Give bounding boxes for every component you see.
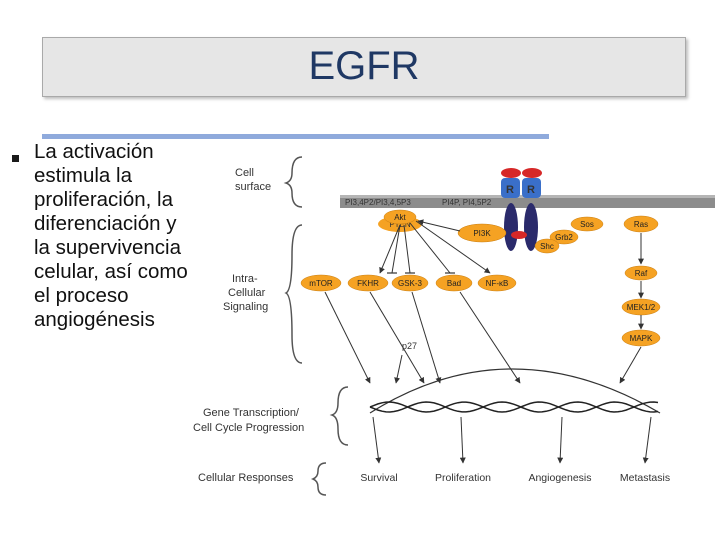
node-sos-label: Sos: [580, 220, 594, 229]
bullet-square-icon: [12, 155, 19, 162]
node-raf: [624, 265, 658, 281]
slide-title: EGFR: [308, 44, 420, 88]
node-akt-label: Akt: [394, 213, 406, 222]
body-line: el proceso: [34, 284, 129, 307]
brace-signaling: [284, 224, 303, 364]
node-bad-label: Bad: [447, 279, 461, 288]
brace-transcription: [329, 386, 349, 446]
receptor-right: [522, 178, 541, 198]
node-gsk3-label: GSK-3: [398, 279, 423, 288]
brace-responses: [310, 462, 327, 496]
node-ras-label: Ras: [634, 220, 648, 229]
nucleus-arc: [369, 368, 661, 414]
node-mapk-label: MAPK: [630, 334, 653, 343]
level-gene-transcription-line2: Cell Cycle Progression: [193, 422, 304, 434]
edge-to-survival: [372, 416, 382, 464]
edge-akt-fkhr: [391, 224, 401, 274]
body-line: diferenciación y: [34, 212, 177, 235]
membrane-label-1: PI3,4P2/PI3,4,5P3: [345, 198, 411, 207]
receptor-label-right: R: [527, 184, 535, 196]
level-cell-surface-line1: Cell: [235, 167, 254, 179]
membrane-label-2: PI4P, PI4,5P2: [442, 198, 492, 207]
body-line: La activación: [34, 140, 154, 163]
node-bad: [435, 274, 473, 292]
body-line: estimula la: [34, 164, 132, 187]
node-gsk3: [391, 274, 429, 292]
dna-strand-1: [369, 401, 659, 413]
node-nfkb: [477, 274, 517, 292]
receptor-label-left: R: [506, 184, 514, 196]
node-fkhr-label: FKHR: [357, 279, 379, 288]
response-proliferation: Proliferation: [435, 472, 491, 484]
edge-fkhr-nucleus: [369, 291, 425, 384]
level-gene-transcription-line1: Gene Transcription/: [203, 407, 300, 419]
node-p27-label: p27: [402, 341, 417, 351]
edge-akt-gsk3: [403, 224, 411, 274]
node-mtor-label: mTOR: [309, 279, 333, 288]
cell-membrane: [340, 195, 715, 208]
node-pten-label: PTEN: [389, 220, 411, 229]
node-mtor: [300, 274, 342, 292]
node-nfkb-label: NF-κB: [486, 279, 509, 288]
edge-to-angiogenesis: [557, 416, 564, 464]
edge-to-proliferation: [459, 416, 466, 464]
edge-mapk-nucleus: [619, 346, 642, 384]
body-line: la supervivencia: [34, 236, 181, 259]
node-akt: [383, 209, 417, 225]
node-grb2-label: Grb2: [555, 233, 573, 242]
level-intracellular-line2: Cellular: [228, 287, 266, 299]
ligand-left: [501, 168, 521, 178]
receptor-left: [501, 178, 520, 198]
edge-nfkb-nucleus: [459, 291, 521, 384]
node-grb2: [549, 229, 579, 245]
body-line: proliferación, la: [34, 188, 174, 211]
response-angiogenesis: Angiogenesis: [528, 472, 591, 484]
brace-cell-surface: [283, 156, 303, 208]
level-intracellular-line1: Intra-: [232, 273, 258, 285]
node-sos: [570, 216, 604, 232]
level-cell-surface-line2: surface: [235, 181, 271, 193]
edge-mtor-nucleus: [324, 291, 371, 384]
phospho-site: [511, 231, 527, 239]
level-intracellular-line3: Signaling: [223, 301, 268, 313]
bullet-text: La activación estimula la proliferación,…: [34, 140, 224, 332]
node-pi3k-label: PI3K: [473, 229, 491, 238]
edge-pi3k-akt: [417, 219, 461, 232]
node-mek-label: MEK1/2: [627, 303, 656, 312]
level-cellular-responses: Cellular Responses: [198, 472, 294, 484]
title-underline: [42, 134, 549, 139]
response-metastasis: Metastasis: [620, 472, 670, 484]
edge-akt-bad: [409, 222, 451, 274]
egfr-pathway-diagram: Cell surface Intra- Cellular Signaling G…: [193, 156, 715, 496]
edge-gsk3-nucleus: [411, 291, 442, 384]
node-shc-label: Shc: [540, 242, 554, 251]
response-survival: Survival: [360, 472, 397, 484]
body-line: angiogénesis: [34, 308, 155, 331]
body-line: celular, así como: [34, 260, 188, 283]
edge-akt-nfkb: [415, 220, 491, 274]
edge-akt-mtor: [379, 224, 401, 274]
ligand-right: [522, 168, 542, 178]
title-box: EGFR: [42, 37, 686, 97]
receptor-tail-right: [524, 203, 538, 251]
node-pi3k: [457, 223, 507, 243]
node-shc: [534, 238, 560, 254]
edge-to-metastasis: [642, 416, 652, 464]
receptor-tail-left: [504, 203, 518, 251]
edge-p27-nucleus: [394, 354, 403, 384]
node-mapk: [621, 329, 661, 347]
node-raf-label: Raf: [635, 269, 648, 278]
node-ras: [623, 215, 659, 233]
node-fkhr: [347, 274, 389, 292]
dna-strand-2: [369, 401, 659, 413]
